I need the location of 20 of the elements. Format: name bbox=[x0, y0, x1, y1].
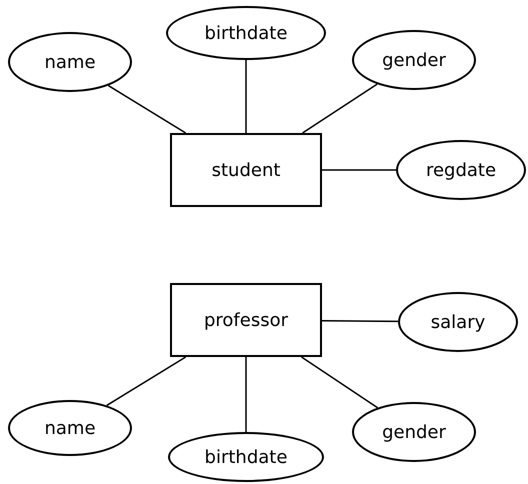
connector-line bbox=[245, 60, 247, 133]
node-label: salary bbox=[430, 312, 486, 332]
node-label: professor bbox=[204, 310, 288, 330]
node-label: name bbox=[44, 418, 96, 438]
node-label: student bbox=[212, 160, 280, 180]
entity-box bbox=[170, 133, 322, 207]
connector-line bbox=[301, 356, 378, 408]
entity-box bbox=[170, 283, 322, 357]
node-label: gender bbox=[382, 422, 446, 442]
node-label: regdate bbox=[426, 160, 496, 180]
connector-line bbox=[108, 84, 186, 134]
node-label: birthdate bbox=[204, 22, 288, 44]
node-label: birthdate bbox=[204, 446, 288, 468]
connector-line bbox=[322, 320, 398, 322]
node-label: gender bbox=[382, 50, 446, 70]
connector-line bbox=[245, 357, 247, 432]
connector-line bbox=[302, 84, 378, 134]
node-label: name bbox=[44, 52, 96, 72]
connector-line bbox=[106, 356, 186, 406]
connector-line bbox=[322, 169, 396, 171]
